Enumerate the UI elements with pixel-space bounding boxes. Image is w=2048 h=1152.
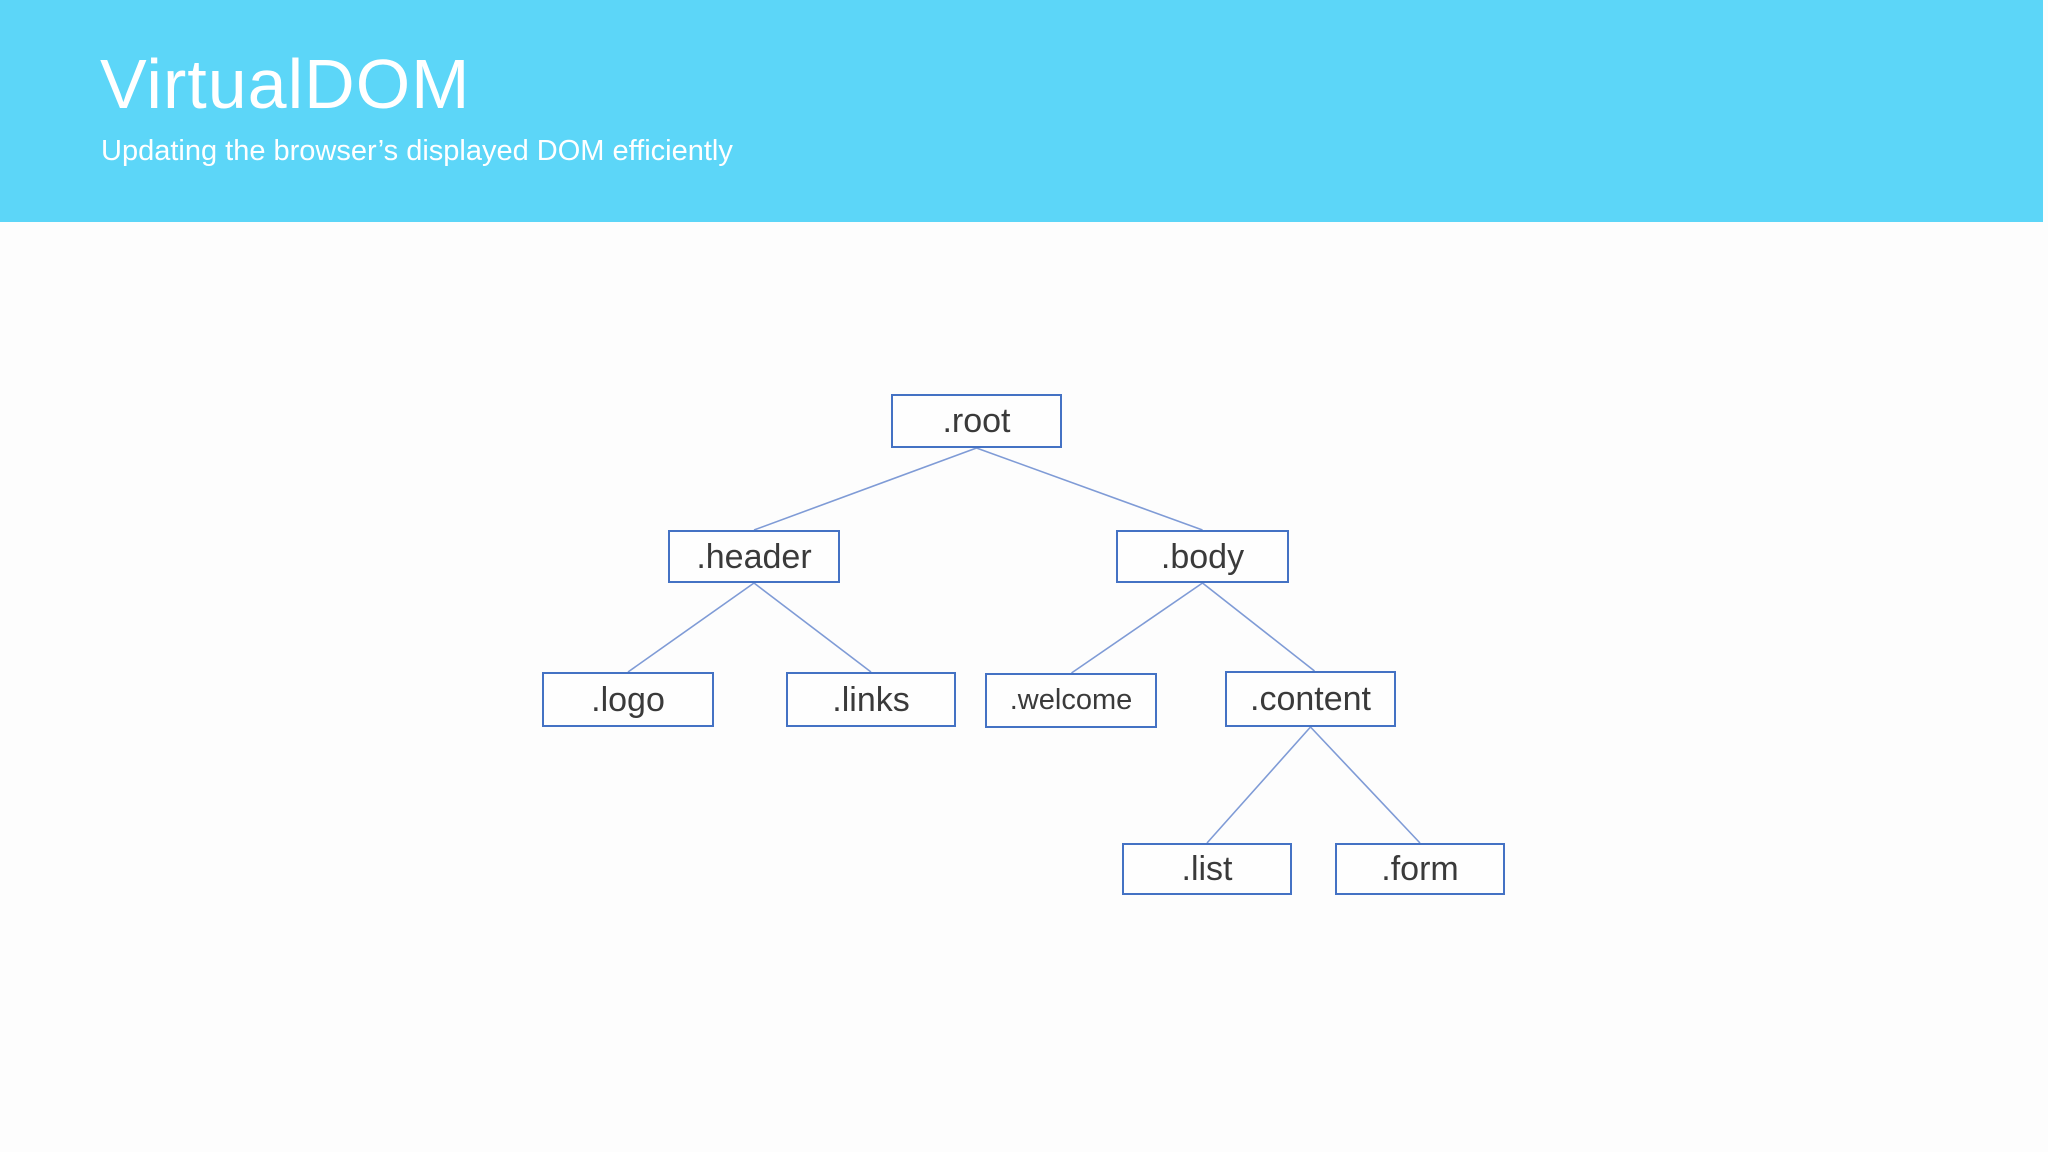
connector-content-list	[1206, 726, 1312, 844]
title-band: VirtualDOM Updating the browser’s displa…	[0, 0, 2043, 222]
tree-node-header: .header	[668, 530, 840, 583]
connector-root-body	[976, 447, 1203, 531]
connector-body-welcome	[1071, 582, 1203, 674]
tree-node-logo: .logo	[542, 672, 714, 727]
connector-content-form	[1309, 726, 1421, 844]
connector-header-logo	[627, 582, 755, 673]
slide-title: VirtualDOM	[100, 45, 471, 123]
slide-subtitle: Updating the browser’s displayed DOM eff…	[101, 135, 733, 167]
tree-node-links: .links	[786, 672, 956, 727]
connector-root-header	[753, 447, 977, 531]
tree-node-list: .list	[1122, 843, 1292, 895]
tree-node-welcome: .welcome	[985, 673, 1157, 728]
tree-node-root: .root	[891, 394, 1062, 448]
connector-header-links	[753, 582, 872, 673]
tree-node-form: .form	[1335, 843, 1505, 895]
tree-node-body: .body	[1116, 530, 1289, 583]
tree-node-content: .content	[1225, 671, 1396, 727]
connector-body-content	[1202, 582, 1315, 672]
